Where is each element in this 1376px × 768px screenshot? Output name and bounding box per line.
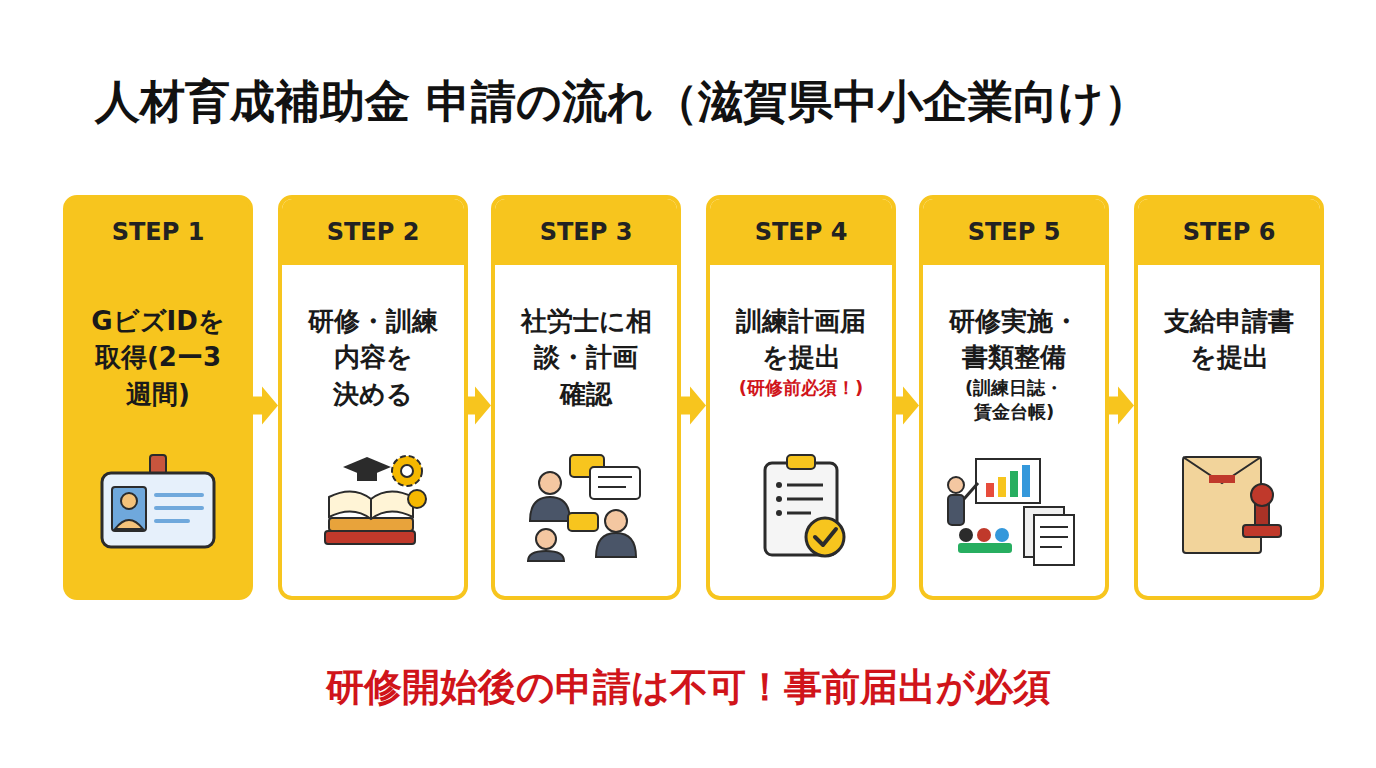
warning-note: 研修開始後の申請は不可！事前届出が必須 — [0, 662, 1376, 713]
step-number: STEP 2 — [327, 218, 420, 246]
step-body: GビズIDを 取得(2ー3 週間) — [67, 265, 249, 412]
step-number: STEP 4 — [755, 218, 848, 246]
step-header: STEP 2 — [282, 199, 464, 265]
step-text: 研修・訓練 内容を 決める — [298, 303, 448, 412]
step-box: STEP 2 研修・訓練 内容を 決める — [278, 195, 468, 600]
step-box: STEP 5 研修実施・ 書類整備(訓練日誌・ 賃金台帳) — [919, 195, 1109, 600]
step-header: STEP 1 — [67, 199, 249, 265]
step-text: GビズIDを 取得(2ー3 週間) — [83, 303, 233, 412]
step-box: STEP 6 支給申請書 を提出 — [1134, 195, 1324, 600]
step-text: 訓練計画届 を提出 — [726, 303, 876, 376]
step-body: 研修実施・ 書類整備(訓練日誌・ 賃金台帳) — [923, 265, 1105, 424]
step-number: STEP 1 — [112, 218, 205, 246]
step-number: STEP 6 — [1183, 218, 1276, 246]
step-header: STEP 3 — [495, 199, 677, 265]
step-body: 社労士に相 談・計画 確認 — [495, 265, 677, 412]
step-note: (研修前必須！) — [721, 376, 881, 400]
step-body: 研修・訓練 内容を 決める — [282, 265, 464, 412]
flow-arrow — [1109, 387, 1134, 425]
step-body: 支給申請書 を提出 — [1138, 265, 1320, 376]
flow-arrow — [253, 387, 278, 425]
step-header: STEP 4 — [710, 199, 892, 265]
step-body: 訓練計画届 を提出(研修前必須！) — [710, 265, 892, 400]
step-box: STEP 4 訓練計画届 を提出(研修前必須！) — [706, 195, 896, 600]
step-text: 社労士に相 談・計画 確認 — [511, 303, 661, 412]
flow-arrow — [468, 387, 491, 425]
step-box: STEP 1 GビズIDを 取得(2ー3 週間) — [63, 195, 253, 600]
step-header: STEP 6 — [1138, 199, 1320, 265]
step-header: STEP 5 — [923, 199, 1105, 265]
diagram-title: 人材育成補助金 申請の流れ（滋賀県中小企業向け） — [95, 72, 1149, 132]
step-number: STEP 5 — [968, 218, 1061, 246]
flow-arrow — [896, 387, 919, 425]
step-text: 研修実施・ 書類整備 — [939, 303, 1089, 376]
step-box: STEP 3 社労士に相 談・計画 確認 — [491, 195, 681, 600]
step-note: (訓練日誌・ 賃金台帳) — [934, 376, 1094, 425]
flow-arrow — [681, 387, 706, 425]
step-number: STEP 3 — [540, 218, 633, 246]
step-text: 支給申請書 を提出 — [1154, 303, 1304, 376]
